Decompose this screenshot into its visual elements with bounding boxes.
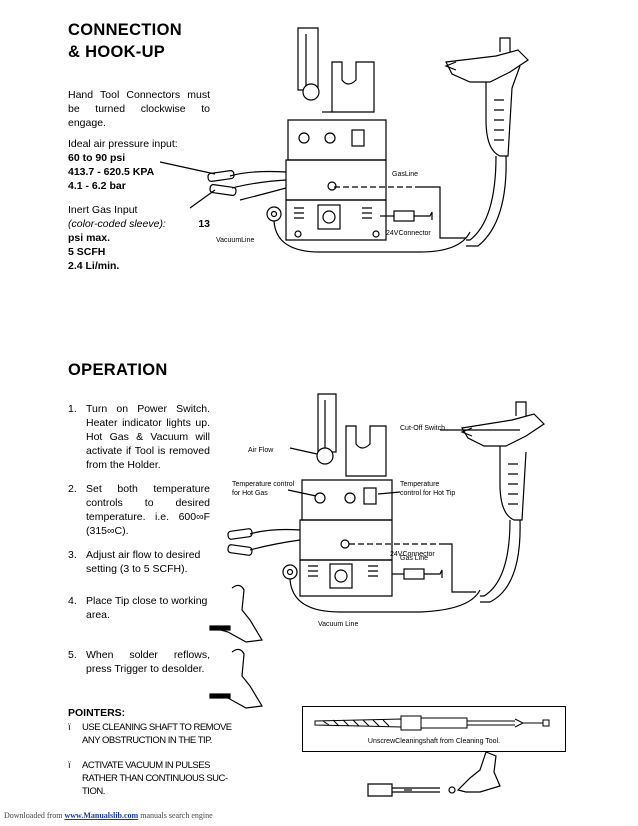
temp-hot-gas-label: Temperature control for Hot Gas xyxy=(232,481,295,497)
pointer-bullet-1: ï xyxy=(68,722,71,733)
pointers-section: POINTERS: ï USE CLEANING SHAFT TO REMOVE… xyxy=(68,706,278,798)
operation-steps: 1.Turn on Power Switch. Heater indicator… xyxy=(68,402,210,676)
footer-suffix: manuals search engine xyxy=(140,811,213,820)
inert-gas-max-unit: psi max. xyxy=(68,232,111,244)
operation-step-4: 4.Place Tip close to working area. xyxy=(68,595,208,621)
air-pressure-bar: 4.1 - 6.2 bar xyxy=(68,180,126,192)
cleaning-caption: UnscrewCleaningshaft from Cleaning Tool. xyxy=(367,738,501,745)
manualslib-link[interactable]: www.Manualslib.com xyxy=(64,811,139,820)
hookup-gas-line-label: GasLine xyxy=(392,171,418,178)
pointer-item-2: ï ACTIVATE VACUUM IN PULSES RATHER THAN … xyxy=(68,760,228,797)
op-vacuum-line-label: Vacuum Line xyxy=(318,621,358,628)
operation-step-3: 3.Adjust air flow to desired setting (3 … xyxy=(68,549,201,575)
op-gas-line-label: Gas Line xyxy=(400,555,428,562)
air-pressure-psi: 60 to 90 psi xyxy=(68,152,126,164)
operation-step-2: 2.Set both temperature controls to desir… xyxy=(68,483,210,537)
operation-step-5: 5.When solder reflows, press Trigger to … xyxy=(68,649,210,675)
air-pressure-kpa: 413.7 - 620.5 KPA xyxy=(68,166,155,178)
cleaning-shaft-icon xyxy=(314,715,550,731)
pointers-title: POINTERS: xyxy=(68,707,126,719)
pointer-item-1: ï USE CLEANING SHAFT TO REMOVE ANY OBSTR… xyxy=(68,722,232,746)
op-24v-label: 24VConnector xyxy=(390,551,435,558)
inert-gas-label: Inert Gas Input xyxy=(68,204,138,216)
cleaning-tool-box: UnscrewCleaningshaft from Cleaning Tool. xyxy=(302,706,566,752)
inert-gas-block: Inert Gas Input (color-coded sleeve): 13… xyxy=(68,203,218,273)
air-pressure-label: Ideal air pressure input: xyxy=(68,138,178,150)
footer-prefix: Downloaded from xyxy=(4,811,63,820)
inert-gas-scfh: 5 SCFH xyxy=(68,246,106,258)
connector-instruction: Hand Tool Connectors must be turned cloc… xyxy=(68,89,210,129)
inert-gas-sleeve: (color-coded sleeve): xyxy=(68,218,166,230)
air-pressure-block: Ideal air pressure input: 60 to 90 psi 4… xyxy=(68,137,218,193)
inert-gas-max-num: 13 xyxy=(198,218,210,230)
cutoff-switch-label: Cut-Off Switch xyxy=(400,425,445,432)
hookup-vacuum-line-label: VacuumLine xyxy=(216,237,255,244)
operation-step-1: 1.Turn on Power Switch. Heater indicator… xyxy=(68,403,210,471)
operation-title: OPERATION xyxy=(68,361,168,379)
pointer-bullet-2: ï xyxy=(68,760,71,771)
download-footer: Downloaded from www.Manualslib.com manua… xyxy=(4,811,213,820)
connection-title-line1: CONNECTION xyxy=(68,21,182,39)
temp-hot-tip-label: Temperature control for Hot Tip xyxy=(400,481,456,497)
hookup-24v-label: 24VConnector xyxy=(386,230,431,237)
connection-title-line2: & HOOK-UP xyxy=(68,43,166,61)
inert-gas-lmin: 2.4 Li/min. xyxy=(68,260,120,272)
air-flow-label: Air Flow xyxy=(248,447,274,454)
